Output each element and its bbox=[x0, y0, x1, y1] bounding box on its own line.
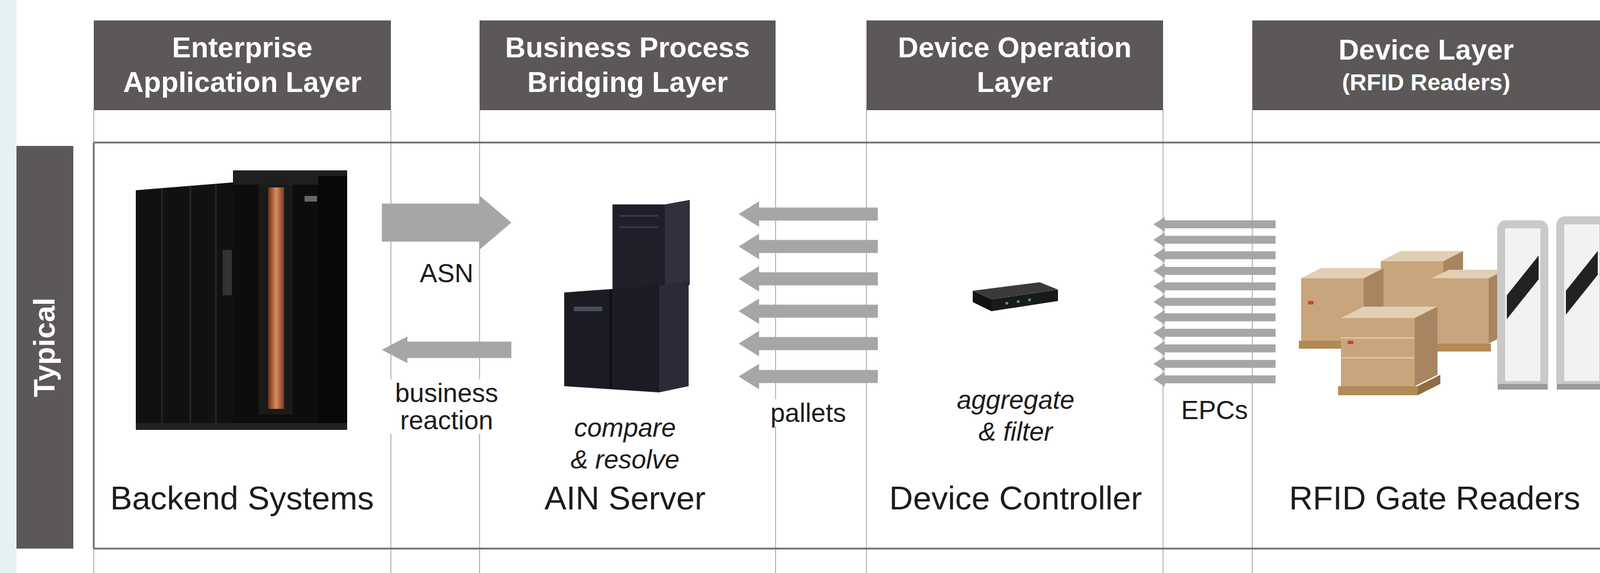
server-vent bbox=[619, 226, 658, 229]
gate-stripe bbox=[1506, 255, 1539, 320]
system-node: RFID Gate Readers bbox=[1275, 164, 1594, 535]
gate-base bbox=[1497, 384, 1548, 390]
flow-arrow bbox=[381, 336, 512, 364]
row-line bbox=[93, 142, 1600, 144]
server-side bbox=[664, 200, 690, 290]
tower bbox=[232, 170, 348, 429]
box-front bbox=[1340, 318, 1415, 387]
mainframe-illustration bbox=[135, 170, 348, 431]
server-side bbox=[659, 281, 689, 393]
gate-stripe bbox=[1565, 251, 1598, 315]
server-unit bbox=[564, 285, 660, 393]
system-name: Backend Systems bbox=[110, 479, 374, 518]
column-line bbox=[1162, 110, 1164, 573]
gate-base bbox=[1556, 384, 1600, 390]
box-side bbox=[1414, 306, 1438, 387]
tower-window bbox=[258, 184, 293, 415]
gate-frame bbox=[1560, 220, 1600, 386]
wrap-line bbox=[1340, 357, 1415, 359]
tag-mark bbox=[1307, 301, 1314, 305]
server-illustration bbox=[564, 200, 690, 393]
flow-arrow bbox=[1153, 217, 1276, 387]
copper-column bbox=[268, 187, 285, 410]
status-led bbox=[1017, 300, 1020, 304]
process-note: aggregate & filter bbox=[953, 384, 1079, 448]
flow-arrow bbox=[738, 201, 878, 390]
layer-subtitle: (RFID Readers) bbox=[1342, 67, 1511, 98]
server-bay bbox=[573, 306, 603, 312]
row-border bbox=[93, 142, 1600, 549]
cabinet-groove bbox=[161, 188, 164, 425]
controller-illustration bbox=[972, 282, 1058, 312]
layer-title: Device Operation Layer bbox=[873, 30, 1157, 100]
column-line bbox=[390, 110, 392, 573]
cabinet-groove bbox=[215, 184, 218, 428]
system-node: compare & resolveAIN Server bbox=[511, 164, 739, 535]
system-name: RFID Gate Readers bbox=[1289, 479, 1581, 518]
system-name: AIN Server bbox=[544, 479, 706, 518]
layer-header: Device Operation Layer bbox=[866, 20, 1164, 111]
status-led bbox=[1028, 298, 1032, 302]
layer-header: Business Process Bridging Layer bbox=[479, 20, 776, 111]
column-line bbox=[93, 110, 95, 573]
layer-title: Business Process Bridging Layer bbox=[486, 30, 769, 100]
system-node: aggregate & filterDevice Controller bbox=[877, 164, 1154, 535]
cabinet-display bbox=[222, 250, 232, 296]
row-line bbox=[93, 142, 95, 549]
pallet bbox=[1338, 386, 1418, 396]
cabinet-foot bbox=[135, 423, 348, 431]
column-line bbox=[1251, 110, 1253, 573]
layer-header: Enterprise Application Layer bbox=[93, 20, 391, 111]
pallet bbox=[1429, 343, 1491, 352]
row-label: Typical bbox=[28, 297, 61, 398]
flow-arrow bbox=[381, 196, 512, 250]
gate-frame bbox=[1501, 224, 1545, 386]
cabinet bbox=[135, 181, 242, 429]
pallets-illustration bbox=[1298, 251, 1506, 396]
edge-label: EPCs bbox=[1178, 396, 1251, 424]
tower-side bbox=[318, 176, 348, 429]
layer-title: Device Layer bbox=[1338, 32, 1515, 68]
edge-label: ASN bbox=[417, 259, 477, 287]
server-tower bbox=[612, 204, 665, 290]
side-strip bbox=[0, 0, 17, 573]
row-line bbox=[93, 548, 1600, 550]
layer-title: Enterprise Application Layer bbox=[100, 30, 385, 100]
box-front bbox=[1431, 278, 1489, 344]
process-note: compare & resolve bbox=[567, 411, 684, 476]
column-lines bbox=[93, 110, 1253, 573]
status-led bbox=[1005, 302, 1009, 306]
controller-front bbox=[991, 289, 1058, 312]
wrap-line bbox=[1340, 337, 1415, 339]
gate-illustration bbox=[1497, 220, 1600, 390]
tag-mark bbox=[1347, 340, 1354, 345]
pallet-side bbox=[1417, 375, 1441, 396]
badge bbox=[304, 196, 318, 202]
server-vent bbox=[619, 215, 658, 218]
controller-end bbox=[972, 290, 992, 312]
row-label-band: Typical bbox=[16, 146, 74, 549]
cabinet-groove bbox=[189, 186, 192, 427]
edge-label: business reaction bbox=[384, 379, 509, 435]
system-name: Device Controller bbox=[889, 479, 1143, 518]
layer-header: Device Layer(RFID Readers) bbox=[1252, 20, 1600, 111]
edge-label: pallets bbox=[768, 399, 849, 427]
system-node: Backend Systems bbox=[102, 164, 382, 535]
server-divider bbox=[609, 289, 612, 390]
